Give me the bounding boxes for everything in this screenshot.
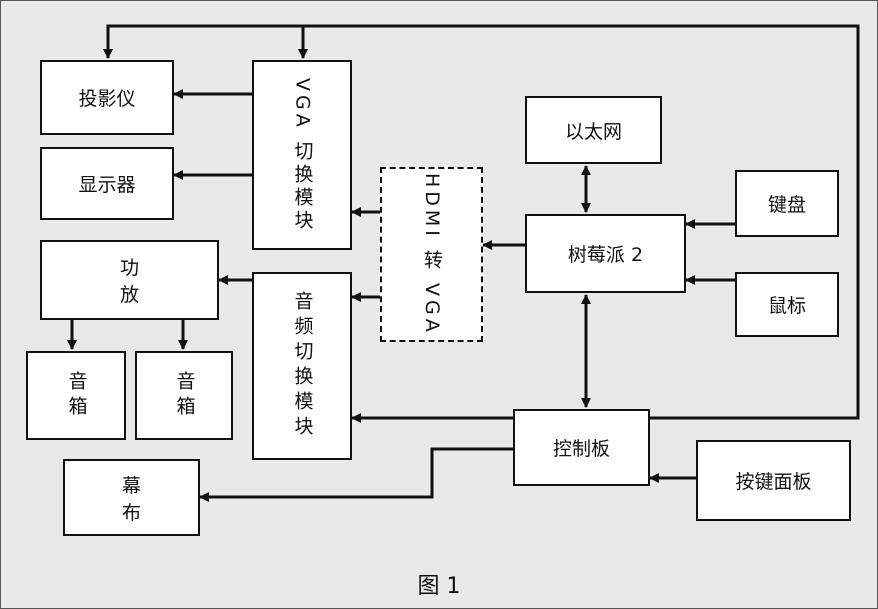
screen-box: 幕 布 — [63, 459, 200, 536]
figure-caption: 图 1 — [417, 574, 461, 599]
mouse-box: 鼠标 — [735, 272, 839, 337]
control-board-box: 控制板 — [513, 409, 650, 486]
speaker-left-label: 音箱 — [65, 370, 88, 421]
speaker-right-label: 音箱 — [173, 370, 196, 421]
control-feedback-line — [103, 24, 860, 420]
arrow-control-to-screen — [199, 447, 513, 502]
vga-switch-label: VGA 切换模块 — [291, 77, 314, 233]
amplifier-label: 功 放 — [119, 257, 179, 306]
hdmi-to-vga-label: HDMI 转 VGA — [421, 173, 443, 336]
monitor-box: 显示器 — [40, 147, 174, 220]
button-panel-box: 按键面板 — [696, 440, 851, 521]
raspberry-pi-box: 树莓派 2 — [525, 214, 686, 293]
keyboard-box: 键盘 — [735, 170, 839, 237]
speaker-right-box: 音箱 — [135, 351, 233, 440]
ethernet-box: 以太网 — [525, 96, 662, 164]
vga-switch-box: VGA 切换模块 — [252, 60, 352, 250]
screen-label: 幕 布 — [122, 474, 202, 524]
audio-switch-box: 音频切换模块 — [252, 272, 352, 460]
audio-switch-label: 音频切换模块 — [291, 291, 314, 441]
hdmi-to-vga-box: HDMI 转 VGA — [380, 167, 483, 342]
speaker-left-box: 音箱 — [26, 351, 126, 440]
projector-box: 投影仪 — [40, 60, 174, 135]
amplifier-box: 功 放 — [40, 240, 219, 320]
